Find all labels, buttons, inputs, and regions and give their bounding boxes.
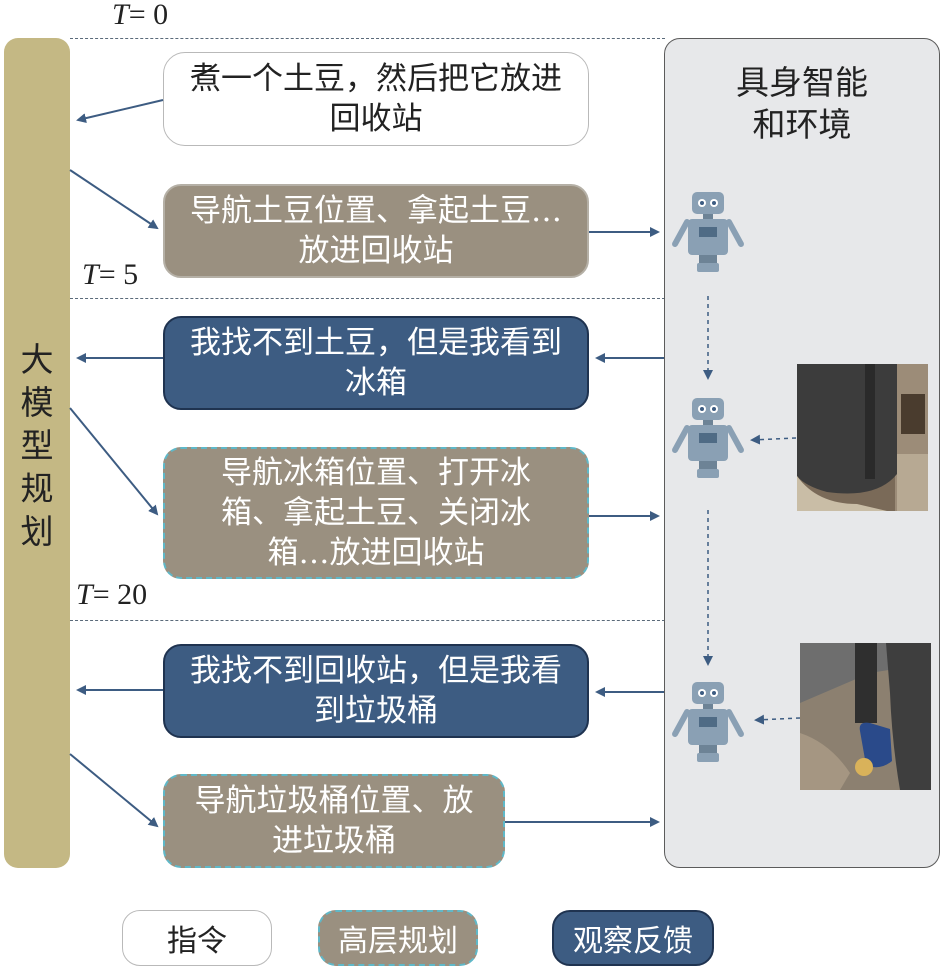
legend-instruction: 指令: [122, 910, 272, 966]
llm-planner-label: 大模型规划: [4, 338, 70, 553]
llm-planner-bar: [4, 38, 70, 868]
plan-text-2: 导航冰箱位置、打开冰箱、拿起土豆、关闭冰箱…放进回收站: [221, 455, 531, 571]
llm-label-char: 划: [20, 512, 54, 551]
legend-instruction-label: 指令: [167, 924, 227, 959]
arrow-llm-to-plan2: [69, 407, 159, 516]
arrow-trashcan-to-robot: [754, 714, 801, 725]
plan-box-3: 导航垃圾桶位置、放进垃圾桶: [163, 774, 505, 868]
environment-title-line2: 和环境: [752, 105, 852, 144]
legend-plan-label: 高层规划: [338, 924, 458, 959]
arrow-llm-to-plan1: [69, 169, 159, 230]
robot-icon-3: [675, 682, 741, 762]
legend-observation: 观察反馈: [552, 910, 714, 966]
plan-box-1: 导航土豆位置、拿起土豆…放进回收站: [163, 184, 589, 278]
time-label-t0: T= 0: [112, 0, 169, 31]
observation-box-1: 我找不到土豆，但是我看到冰箱: [163, 316, 589, 410]
llm-label-text: 大模型规划: [4, 338, 70, 553]
observation-text-1: 我找不到土豆，但是我看到冰箱: [190, 325, 562, 401]
plan-box-2: 导航冰箱位置、打开冰箱、拿起土豆、关闭冰箱…放进回收站: [163, 447, 589, 579]
time-label-t5: T= 5: [82, 258, 139, 291]
time-divider-t5: [70, 298, 665, 299]
trashcan-photo: [800, 643, 931, 790]
legend-plan: 高层规划: [318, 910, 478, 966]
robot-icon-1: [675, 192, 741, 272]
arrow-llm-to-plan3: [69, 753, 159, 828]
time-divider-t0: [70, 38, 665, 39]
instruction-box: 煮一个土豆，然后把它放进回收站: [163, 52, 589, 146]
time-divider-t20: [70, 620, 665, 621]
time-label-t20: T= 20: [76, 578, 148, 611]
robot-icon-2: [675, 398, 741, 478]
observation-text-2: 我找不到回收站，但是我看到垃圾桶: [190, 653, 562, 729]
plan-text-3: 导航垃圾桶位置、放进垃圾桶: [194, 783, 474, 859]
llm-label-char: 模: [20, 383, 54, 422]
fridge-photo: [797, 364, 928, 511]
llm-label-char: 型: [20, 426, 54, 465]
environment-title-line1: 具身智能: [736, 63, 868, 102]
llm-label-char: 大: [20, 340, 54, 379]
arrow-fridge-to-robot: [750, 434, 797, 445]
instruction-text: 煮一个土豆，然后把它放进回收站: [190, 61, 562, 137]
arrow-instruction-to-llm: [76, 99, 164, 124]
environment-title: 具身智能 和环境: [664, 62, 940, 146]
legend-observation-label: 观察反馈: [573, 924, 693, 959]
observation-box-2: 我找不到回收站，但是我看到垃圾桶: [163, 644, 589, 738]
llm-label-char: 规: [20, 469, 54, 508]
plan-text-1: 导航土豆位置、拿起土豆…放进回收站: [190, 193, 562, 269]
